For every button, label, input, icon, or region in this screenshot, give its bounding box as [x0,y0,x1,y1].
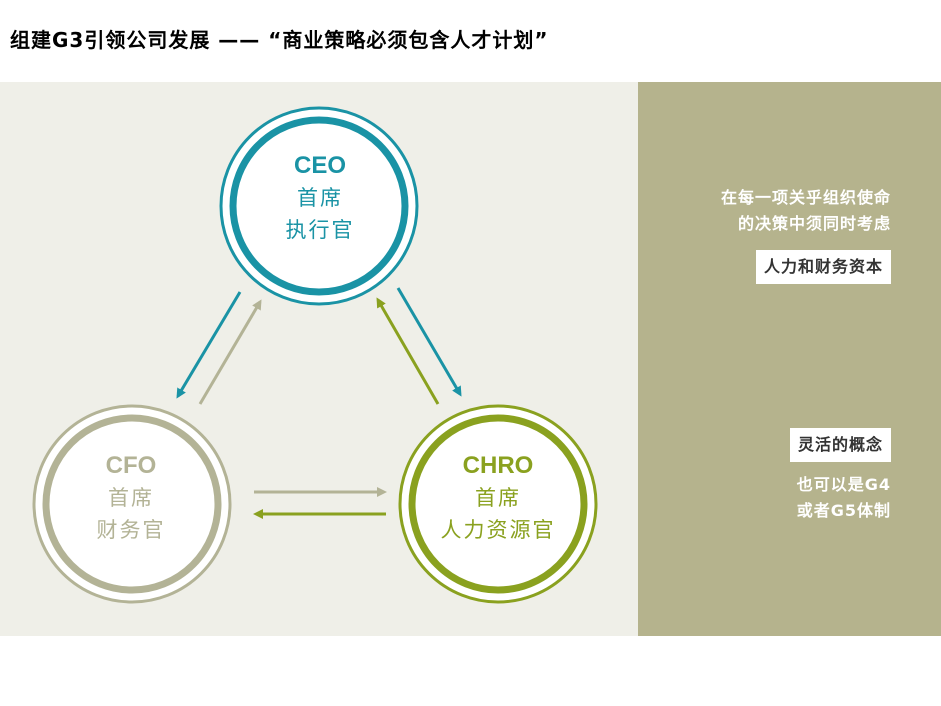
extension-note-line-1: 也可以是G4 [796,475,891,494]
capital-tag: 人力和财务资本 [755,250,891,284]
ceo-title-cn-1: 首席 [297,186,343,210]
arrow-ceo-to-cfo [176,291,242,399]
cfo-title-cn-2: 财务官 [96,518,166,542]
cfo-title-cn-1: 首席 [108,486,154,510]
notes-panel [638,82,941,636]
decision-note-line-2: 的决策中须同时考虑 [737,214,891,233]
chro-circle [398,404,598,604]
chro-label: CHRO 首席 人力资源官 [400,450,596,546]
chro-title-cn-1: 首席 [475,486,521,510]
decision-note: 在每一项关乎组织使命 的决策中须同时考虑 [721,185,891,237]
flexible-concept-tag: 灵活的概念 [789,428,891,462]
ceo-title-en: CEO [293,152,346,179]
cfo-circle [32,404,232,604]
extension-note-line-2: 或者G5体制 [796,501,891,520]
arrow-chro-to-ceo [376,297,440,405]
cfo-label: CFO 首席 财务官 [46,450,216,546]
ceo-title-cn-2: 执行官 [285,218,355,242]
page-title: 组建G3引领公司发展 —— “商业策略必须包含人才计划” [10,28,549,52]
cfo-title-en: CFO [105,452,157,479]
extension-note: 也可以是G4 或者G5体制 [797,472,891,524]
chro-title-cn-2: 人力资源官 [440,518,556,542]
ceo-label: CEO 首席 执行官 [222,150,418,246]
arrow-cfo-to-ceo [198,299,262,405]
ceo-circle [219,106,419,306]
chro-title-en: CHRO [462,452,534,479]
decision-note-line-1: 在每一项关乎组织使命 [720,188,891,207]
arrow-ceo-to-chro [396,287,462,397]
